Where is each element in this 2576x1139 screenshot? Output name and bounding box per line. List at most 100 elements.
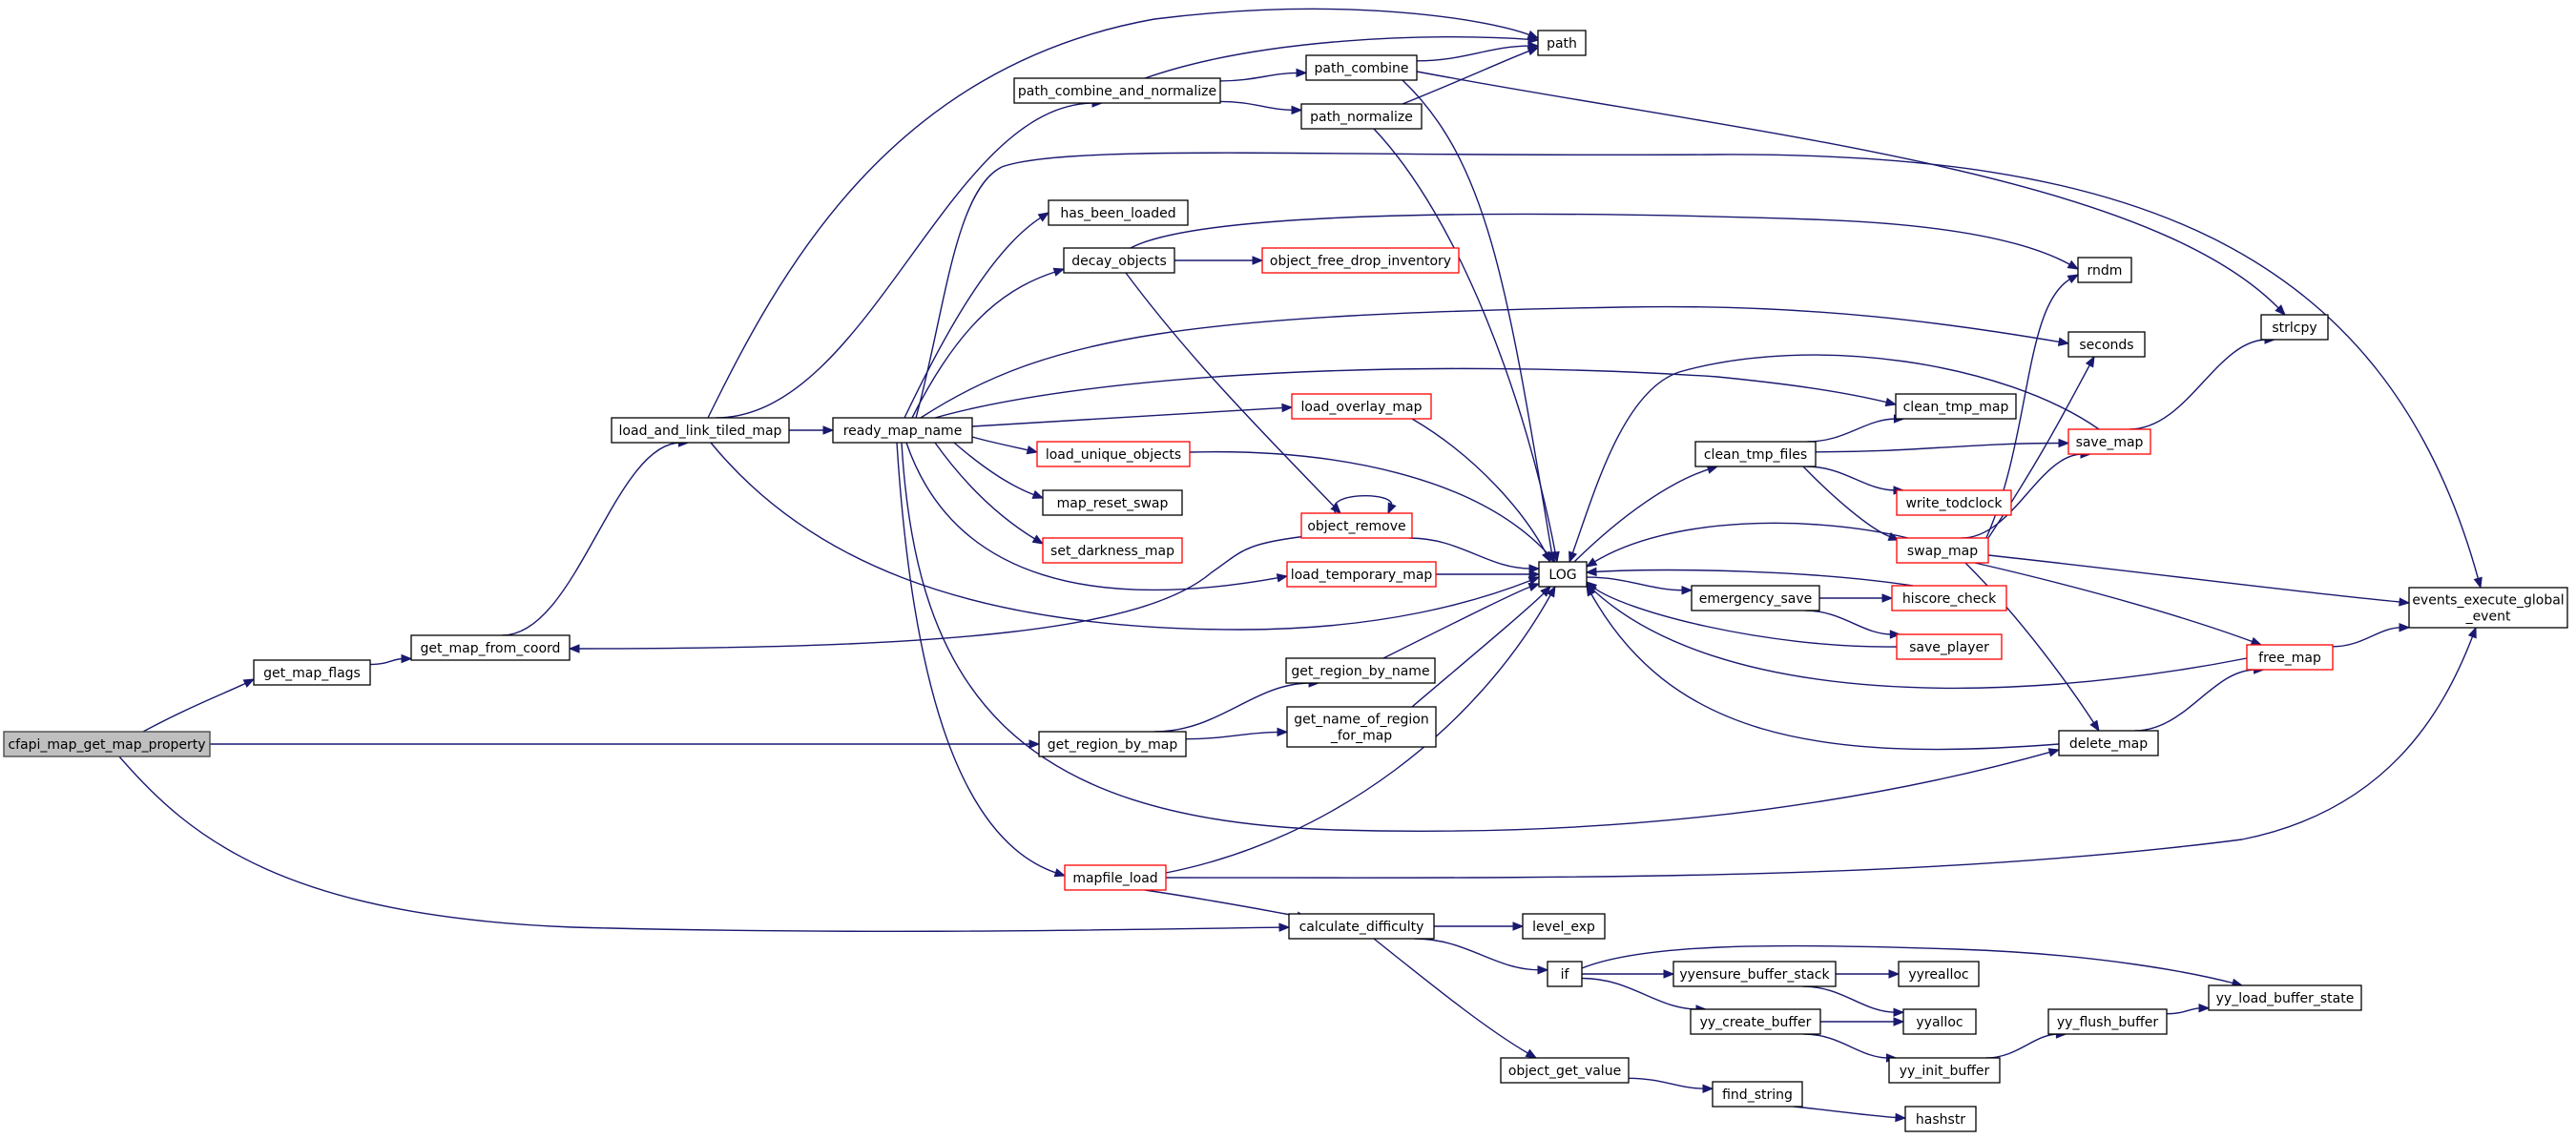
node-label: find_string [1722,1087,1793,1103]
node-rndm[interactable]: rndm [2077,257,2132,283]
node-path-combine-and-normalize[interactable]: path_combine_and_normalize [1013,77,1221,104]
node-delete-map[interactable]: delete_map [2058,730,2159,756]
edge-yyensure_buffer_stack-to-yyrealloc [1836,969,1901,979]
node-object-free-drop-inventory[interactable]: object_free_drop_inventory [1261,247,1460,274]
edge-yyensure_buffer_stack-to-yyalloc [1802,985,1905,1017]
node-ready-map-name[interactable]: ready_map_name [832,417,973,444]
node-decay-objects[interactable]: decay_objects [1063,247,1175,274]
edge-LOG-to-emergency_save [1586,576,1693,595]
node-label: events_execute_global [2412,593,2564,609]
node-swap-map[interactable]: swap_map [1896,537,1989,564]
node-seconds[interactable]: seconds [2067,331,2146,358]
node-label: save_map [2076,435,2144,450]
node-write-todclock[interactable]: write_todclock [1896,489,2012,516]
node-get-region-by-map[interactable]: get_region_by_map [1038,731,1187,757]
node-yy-load-buffer-state[interactable]: yy_load_buffer_state [2208,984,2362,1011]
arrowhead [2047,748,2061,757]
node-load-temporary-map[interactable]: load_temporary_map [1286,561,1437,588]
node-path-normalize[interactable]: path_normalize [1300,103,1423,130]
node-emergency-save[interactable]: emergency_save [1691,585,1820,611]
node-object-remove[interactable]: object_remove [1300,512,1413,539]
node-clean-tmp-map[interactable]: clean_tmp_map [1895,393,2017,420]
node-hashstr[interactable]: hashstr [1904,1106,1977,1132]
node-get-name-of-region-for-map[interactable]: get_name_of_region_for_map [1286,706,1437,748]
node-path[interactable]: path [1537,30,1587,56]
node-yy-init-buffer[interactable]: yy_init_buffer [1888,1057,2001,1084]
node-find-string[interactable]: find_string [1712,1081,1803,1108]
edge-ready_map_name-to-load_temporary_map [905,442,1289,591]
node-mapfile-load[interactable]: mapfile_load [1064,864,1167,891]
node-yyensure-buffer-stack[interactable]: yyensure_buffer_stack [1672,961,1837,987]
arrowhead [1545,551,1556,564]
node-hiscore-check[interactable]: hiscore_check [1891,585,2007,611]
edge-yy_create_buffer-to-yyalloc [1820,1017,1905,1026]
edge-line [1189,450,1551,557]
node-load-overlay-map[interactable]: load_overlay_map [1291,393,1432,420]
node-map-reset-swap[interactable]: map_reset_swap [1042,489,1183,516]
node-load-unique-objects[interactable]: load_unique_objects [1036,441,1191,467]
edge-line [934,367,1889,419]
node-box [1888,1057,2001,1084]
node-free-map[interactable]: free_map [2246,644,2334,671]
arrowhead [1663,969,1675,979]
node-label: hashstr [1916,1112,1965,1128]
node-get-map-flags[interactable]: get_map_flags [253,659,371,686]
node-path-combine[interactable]: path_combine [1305,54,1418,81]
edge-line [1592,522,1909,564]
node-box [611,417,790,444]
edge-get_region_by_map-to-get_name_of_region_for_map [1185,727,1289,740]
edge-ready_map_name-to-load_overlay_map [971,403,1294,427]
node-label: if [1561,967,1570,983]
node-box [1898,961,1980,987]
node-strlcpy[interactable]: strlcpy [2260,314,2329,341]
node-calculate-difficulty[interactable]: calculate_difficulty [1288,913,1435,940]
node-label: path_normalize [1310,110,1413,125]
edge-get_region_by_name-to-LOG [1382,582,1541,659]
node-load-and-link-tiled-map[interactable]: load_and_link_tiled_map [611,417,790,444]
node-yyalloc[interactable]: yyalloc [1902,1008,1977,1035]
node-label: yyensure_buffer_stack [1679,967,1830,983]
arrowhead [1527,576,1541,586]
node-box [253,659,371,686]
edge-swap_map-to-delete_map [1964,562,2100,733]
edge-line [904,216,1043,419]
node-set-darkness-map[interactable]: set_darkness_map [1042,537,1183,564]
arrowhead [1895,1112,1907,1123]
node-has-been-loaded[interactable]: has_been_loaded [1048,199,1189,226]
edge-line [1185,731,1280,740]
edge-line [1591,588,2248,690]
node-get-region-by-name[interactable]: get_region_by_name [1285,657,1436,684]
node-label: has_been_loaded [1060,206,1175,221]
edge-mapfile_load-to-calculate_difficulty [1144,889,1309,921]
node-yy-flush-buffer[interactable]: yy_flush_buffer [2047,1008,2168,1035]
node-save-map[interactable]: save_map [2067,428,2151,455]
node-save-player[interactable]: save_player [1896,633,2003,660]
node-yy-create-buffer[interactable]: yy_create_buffer [1690,1008,1821,1035]
node-yyrealloc[interactable]: yyrealloc [1898,961,1980,987]
node-level-exp[interactable]: level_exp [1522,913,1606,940]
node-box [1500,1057,1630,1084]
node-get-map-from-coord[interactable]: get_map_from_coord [410,634,571,661]
node-label: write_todclock [1905,496,2003,511]
node-label: yy_init_buffer [1900,1064,1990,1079]
edge-swap_map-to-LOG [1585,522,1909,568]
edge-ready_map_name-to-clean_tmp_map [934,367,1898,419]
arrowhead [2057,337,2070,346]
edge-line [707,8,1531,419]
edge-get_map_from_coord-to-load_and_link_tiled_map [502,438,690,636]
arrowhead [1278,922,1291,932]
node-label: load_and_link_tiled_map [619,424,782,439]
edge-line [576,535,1308,650]
edge-line [1802,985,1897,1013]
arrowhead [2198,1004,2211,1013]
node-box [1537,30,1587,56]
node-clean-tmp-files[interactable]: clean_tmp_files [1694,441,1817,467]
node-log[interactable]: LOG [1538,561,1588,588]
node-object-get-value[interactable]: object_get_value [1500,1057,1630,1084]
edge-line [1628,1077,1706,1089]
node-events-execute-global-event[interactable]: events_execute_global_event [2408,587,2568,629]
arrowhead [1512,922,1525,931]
edge-line [1793,1106,1899,1119]
node-if[interactable]: if [1547,961,1583,987]
arrowhead [1028,739,1041,749]
